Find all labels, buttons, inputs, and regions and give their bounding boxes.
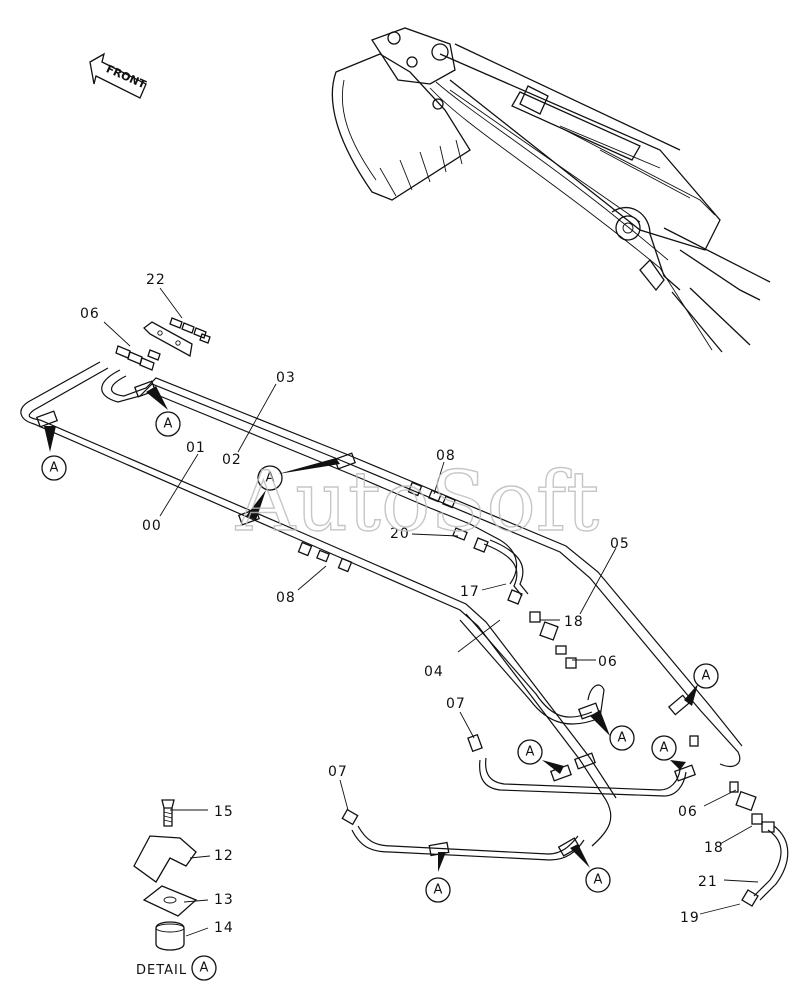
part-label: 04	[424, 664, 444, 680]
part-label: 06	[80, 306, 100, 322]
part-label: 01	[186, 440, 206, 456]
part-label: 05	[610, 536, 630, 552]
part-label: 06	[678, 804, 698, 820]
part-label: 17	[460, 584, 480, 600]
svg-text:A: A	[526, 745, 535, 760]
part-label: 07	[328, 764, 348, 780]
excavator-arm-illustration	[331, 27, 771, 353]
line-fittings	[297, 481, 763, 826]
fitting-block	[103, 287, 211, 371]
pipe-07-lower	[351, 757, 687, 861]
callout-a: A	[155, 411, 181, 437]
detail-ref: A	[200, 961, 209, 976]
part-label: 13	[214, 892, 234, 908]
hose-21	[741, 821, 789, 907]
callout-circles: A A A A A A A A A	[41, 411, 719, 903]
pipe-00-01	[20, 361, 617, 847]
callout-a: A	[609, 725, 635, 751]
part-label: 08	[276, 590, 296, 606]
callout-a: A	[693, 663, 719, 689]
detail-a-illustration	[133, 799, 198, 951]
pipe-04-05	[149, 391, 605, 725]
callout-pointers	[44, 386, 698, 872]
callout-a: A	[425, 877, 451, 903]
part-label: 12	[214, 848, 234, 864]
detail-caption: DETAIL A	[136, 955, 217, 981]
front-arrow-icon: FRONT	[89, 52, 148, 99]
pipe-02-03	[101, 369, 743, 767]
part-label: 19	[680, 910, 700, 926]
svg-text:A: A	[266, 471, 275, 486]
svg-text:A: A	[434, 883, 443, 898]
callout-a: A	[585, 867, 611, 893]
part-label: 03	[276, 370, 296, 386]
callout-a: A	[651, 735, 677, 761]
svg-text:A: A	[660, 741, 669, 756]
part-label: 00	[142, 518, 162, 534]
callout-a: A	[517, 739, 543, 765]
part-label: 22	[146, 272, 166, 288]
part-label: 18	[704, 840, 724, 856]
part-label: 02	[222, 452, 242, 468]
leader-lines	[159, 383, 759, 937]
part-label: 14	[214, 920, 234, 936]
svg-text:A: A	[594, 873, 603, 888]
part-label: 08	[436, 448, 456, 464]
part-label: 21	[698, 874, 718, 890]
callout-a: A	[41, 455, 67, 481]
pipe-clamps	[35, 380, 697, 857]
svg-text:A: A	[702, 669, 711, 684]
part-labels: 22 06 03 02 01 00 08 20 17 18 06 05 04 0…	[80, 272, 724, 936]
svg-text:A: A	[618, 731, 627, 746]
part-label: 15	[214, 804, 234, 820]
svg-text:A: A	[164, 417, 173, 432]
callout-a: A	[257, 465, 283, 491]
front-label: FRONT	[104, 62, 148, 91]
detail-caption-text: DETAIL	[136, 963, 187, 978]
part-label: 06	[598, 654, 618, 670]
part-label: 18	[564, 614, 584, 630]
part-label: 20	[390, 526, 410, 542]
hose-17	[473, 537, 529, 605]
part-label: 07	[446, 696, 466, 712]
svg-text:A: A	[50, 461, 59, 476]
watermark-text: AutoSoft	[235, 455, 599, 550]
